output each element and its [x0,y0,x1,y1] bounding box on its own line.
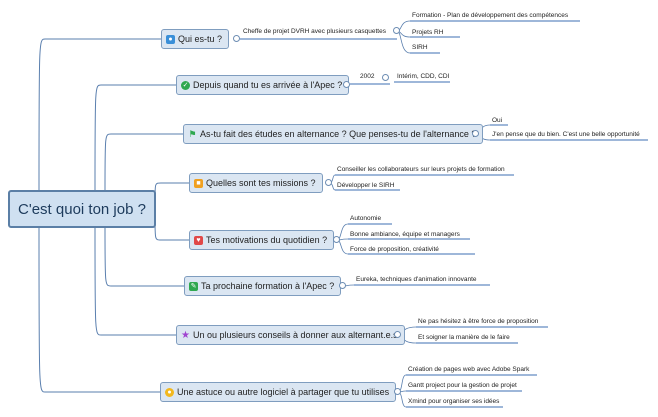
subtopic-item[interactable]: Oui [492,117,503,124]
subtopic-role[interactable]: Cheffe de projet DVRH avec plusieurs cas… [243,28,386,35]
collapse-toggle[interactable] [394,388,401,395]
subtopic-item[interactable]: Intérim, CDD, CDI [397,73,450,80]
topic-prochaine-formation[interactable]: ✎ Ta prochaine formation à l'Apec ? [184,276,342,296]
branch-line [104,133,183,191]
collapse-toggle[interactable] [333,236,340,243]
collapse-toggle[interactable] [325,179,332,186]
person-icon: ● [166,34,175,44]
topic-label: Depuis quand tu es arrivée à l'Apec ? [193,80,343,90]
subtopic-item[interactable]: Projets RH [412,29,444,36]
collapse-toggle[interactable] [394,331,401,338]
central-topic[interactable]: C'est quoi ton job ? [8,190,156,228]
subtopic-item[interactable]: Ne pas hésitez à être force de propositi… [418,318,539,325]
branch-line [104,227,184,287]
subtopic-item[interactable]: Bonne ambiance, équipe et managers [350,231,460,238]
topic-conseils[interactable]: ★ Un ou plusieurs conseils à donner aux … [176,325,405,345]
subtopic-item[interactable]: Formation - Plan de développement des co… [412,12,569,19]
collapse-toggle[interactable] [233,35,240,42]
topic-label: As-tu fait des études en alternance ? Qu… [200,129,477,139]
subtopic-connector [396,30,411,54]
branch-line [154,182,189,201]
subtopic-item[interactable]: Force de proposition, créativité [350,246,439,253]
check-icon: ✓ [181,80,190,90]
flag-icon: ⚑ [188,128,197,139]
topic-label: Tes motivations du quotidien ? [206,235,328,245]
heart-icon: ♥ [194,235,203,245]
topic-qui-es-tu[interactable]: ● Qui es-tu ? [161,29,230,49]
subtopic-item[interactable]: Création de pages web avec Adobe Spark [408,366,530,373]
topic-label: Ta prochaine formation à l'Apec ? [201,281,335,291]
subtopic-item[interactable]: Développer le SIRH [337,182,395,189]
collapse-toggle[interactable] [472,130,479,137]
subtopic-item[interactable]: Conseiller les collaborateurs sur leurs … [337,166,505,173]
topic-label: Une astuce ou autre logiciel à partager … [177,387,390,397]
branch-line [94,84,176,191]
subtopic-item[interactable]: Autonomie [350,215,382,222]
topic-label: Qui es-tu ? [178,34,223,44]
branch-line [38,227,160,393]
subtopic-item[interactable]: Et soigner la manière de le faire [418,334,510,341]
pencil-icon: ✎ [189,281,198,291]
branch-line [154,217,189,241]
briefcase-icon: ■ [194,178,203,188]
collapse-toggle[interactable] [393,27,400,34]
lightbulb-icon: ● [165,387,174,397]
subtopic-item[interactable]: Gantt project pour la gestion de projet [408,382,517,389]
subtopic-year[interactable]: 2002 [360,73,375,80]
collapse-toggle[interactable] [382,74,389,81]
topic-etudes-alternance[interactable]: ⚑ As-tu fait des études en alternance ? … [183,124,484,144]
topic-label: Un ou plusieurs conseils à donner aux al… [193,330,398,340]
subtopic-item[interactable]: J'en pense que du bien. C'est une belle … [492,131,640,138]
star-icon: ★ [181,329,190,341]
branch-line [94,227,176,336]
topic-motivations[interactable]: ♥ Tes motivations du quotidien ? [189,230,335,250]
collapse-toggle[interactable] [343,81,350,88]
subtopic-item[interactable]: Eureka, techniques d'animation innovante [356,276,477,283]
topic-depuis-quand[interactable]: ✓ Depuis quand tu es arrivée à l'Apec ? [176,75,350,95]
topic-missions[interactable]: ■ Quelles sont tes missions ? [189,173,323,193]
subtopic-item[interactable]: SIRH [412,44,428,51]
subtopic-item[interactable]: Xmind pour organiser ses idées [408,398,500,405]
branch-line [38,38,161,191]
topic-astuces[interactable]: ● Une astuce ou autre logiciel à partage… [160,382,397,402]
topic-label: Quelles sont tes missions ? [206,178,316,188]
collapse-toggle[interactable] [339,282,346,289]
